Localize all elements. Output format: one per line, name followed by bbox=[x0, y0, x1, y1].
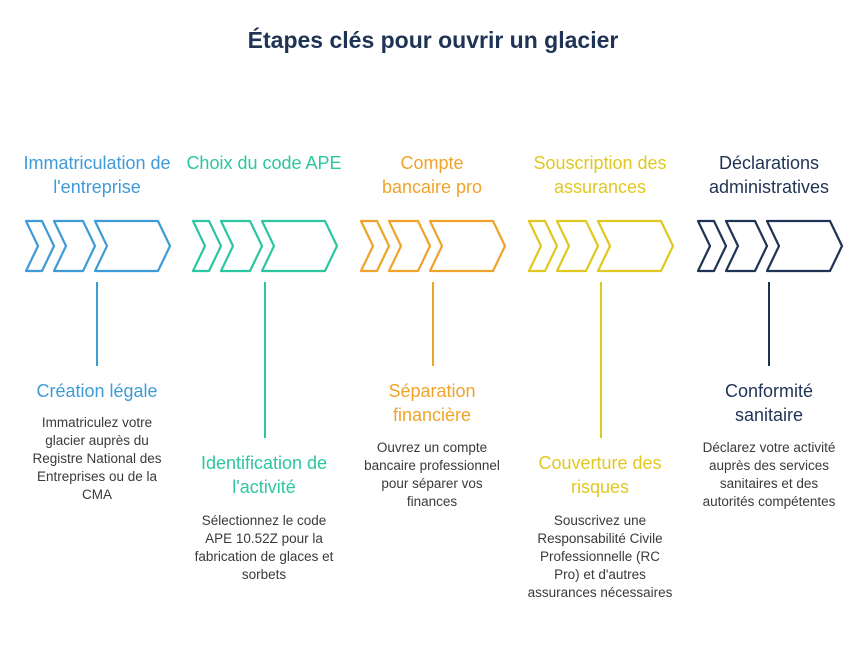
step-assurances: Souscription des assurances Couverture d… bbox=[515, 0, 685, 666]
connector-line bbox=[432, 282, 434, 366]
step-subtitle: Conformité sanitaire bbox=[724, 381, 814, 425]
step-subtitle: Couverture des risques bbox=[538, 453, 662, 497]
step-description: Ouvrez un compte bancaire professionnel … bbox=[364, 440, 500, 509]
step-compte-bancaire: Compte bancaire pro Séparation financièr… bbox=[347, 0, 517, 666]
step-immatriculation: Immatriculation de l'entreprise Création… bbox=[12, 0, 182, 666]
step-subtitle: Création légale bbox=[36, 381, 158, 401]
step-description: Immatriculez votre glacier auprès du Reg… bbox=[32, 415, 162, 502]
chevron-arrows-icon bbox=[696, 219, 844, 273]
chevron-arrows-icon bbox=[359, 219, 507, 273]
step-title: Choix du code APE bbox=[186, 153, 342, 173]
step-title: Déclarations administratives bbox=[708, 153, 830, 197]
step-description: Sélectionnez le code APE 10.52Z pour la … bbox=[194, 513, 334, 582]
chevron-arrows-icon bbox=[191, 219, 339, 273]
step-description: Déclarez votre activité auprès des servi… bbox=[702, 440, 836, 509]
connector-line bbox=[600, 282, 602, 438]
chevron-arrows-icon bbox=[24, 219, 172, 273]
connector-line bbox=[96, 282, 98, 366]
step-title: Immatriculation de l'entreprise bbox=[23, 153, 171, 197]
step-code-ape: Choix du code APE Identification de l'ac… bbox=[179, 0, 349, 666]
step-title: Compte bancaire pro bbox=[381, 153, 483, 197]
step-description: Souscrivez une Responsabilité Civile Pro… bbox=[527, 513, 673, 600]
page-title: Étapes clés pour ouvrir un glacier bbox=[247, 27, 619, 53]
chevron-arrows-icon bbox=[527, 219, 675, 273]
step-title: Souscription des assurances bbox=[533, 153, 667, 197]
step-subtitle: Identification de l'activité bbox=[200, 453, 328, 497]
connector-line bbox=[768, 282, 770, 366]
step-subtitle: Séparation financière bbox=[388, 381, 476, 425]
step-declarations: Déclarations administratives Conformité … bbox=[684, 0, 854, 666]
connector-line bbox=[264, 282, 266, 438]
